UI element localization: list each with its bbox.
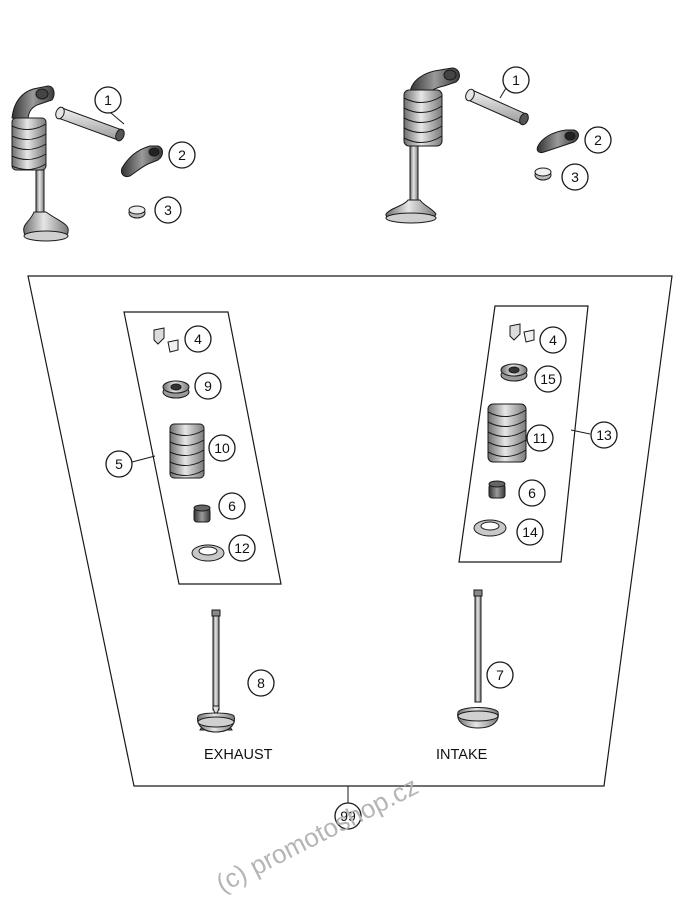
stem-seal-exhaust [193, 504, 211, 523]
spring-seat-exhaust [191, 544, 225, 562]
callout-2-right: 2 [584, 126, 612, 154]
valve-spring-exhaust [169, 423, 205, 479]
label-exhaust: EXHAUST [204, 747, 273, 763]
callout-99: 99 [334, 802, 362, 830]
kit-frame-intake [458, 305, 589, 563]
spring-assembled-right [403, 89, 443, 147]
valve-spring-intake [487, 403, 527, 463]
svg-text:13: 13 [596, 427, 612, 443]
spring-retainer-intake [500, 363, 528, 382]
valve-keepers-right [509, 323, 535, 343]
top-right-assembly: 1 2 3 [385, 66, 612, 224]
shim-right [534, 167, 552, 181]
svg-text:7: 7 [496, 667, 504, 683]
callout-2-left: 2 [168, 141, 196, 169]
svg-text:11: 11 [533, 430, 548, 446]
svg-text:2: 2 [594, 132, 602, 148]
callout-4-left: 4 [184, 325, 212, 353]
label-intake: INTAKE [436, 747, 488, 763]
svg-text:3: 3 [571, 169, 579, 185]
callout-9: 9 [194, 372, 222, 400]
callout-1-left: 1 [94, 86, 122, 114]
callout-6-left: 6 [218, 492, 246, 520]
callout-15: 15 [534, 365, 562, 393]
valve-stem-assembled-left [35, 169, 45, 215]
callout-6-right: 6 [518, 479, 546, 507]
svg-text:99: 99 [340, 808, 356, 824]
top-left-assembly: 1 2 3 [11, 85, 196, 242]
svg-text:1: 1 [104, 92, 112, 108]
svg-text:4: 4 [549, 332, 557, 348]
intake-valve [457, 589, 499, 729]
spring-seat-intake [473, 519, 507, 537]
svg-text:5: 5 [115, 456, 123, 472]
svg-text:12: 12 [234, 540, 250, 556]
rocker-arm-assembled-left [11, 85, 55, 121]
callout-12: 12 [228, 534, 256, 562]
svg-text:8: 8 [257, 675, 265, 691]
callout-3-left: 3 [154, 196, 182, 224]
callout-13: 13 [590, 421, 618, 449]
watermark: (c) promotoshop.cz [211, 771, 423, 899]
svg-text:6: 6 [528, 485, 536, 501]
callout-7: 7 [486, 661, 514, 689]
svg-text:15: 15 [540, 371, 556, 387]
valve-stem-assembled-right [409, 145, 419, 203]
callout-1-right: 1 [502, 66, 530, 94]
svg-text:2: 2 [178, 147, 186, 163]
kit-frame-exhaust [123, 311, 282, 585]
callout-5: 5 [105, 450, 133, 478]
callout-11: 11 [526, 424, 554, 452]
exhaust-valve [197, 609, 235, 733]
svg-text:4: 4 [194, 331, 202, 347]
valve-keepers-left [153, 327, 179, 353]
rocker-shaft-right [465, 88, 529, 126]
stem-seal-intake [488, 480, 506, 499]
callout-4-right: 4 [539, 326, 567, 354]
svg-text:1: 1 [512, 72, 520, 88]
shim-left [128, 205, 146, 219]
callout-10: 10 [208, 434, 236, 462]
svg-text:6: 6 [228, 498, 236, 514]
svg-text:14: 14 [522, 524, 538, 540]
spring-assembled-left [11, 117, 47, 171]
rocker-shaft-left [55, 106, 125, 142]
callout-8: 8 [247, 669, 275, 697]
svg-text:10: 10 [214, 440, 230, 456]
spring-retainer-exhaust [162, 380, 190, 399]
callout-14: 14 [516, 518, 544, 546]
callout-3-right: 3 [561, 163, 589, 191]
kit-frame-99 [27, 275, 673, 787]
svg-text:3: 3 [164, 202, 172, 218]
svg-text:9: 9 [204, 378, 212, 394]
